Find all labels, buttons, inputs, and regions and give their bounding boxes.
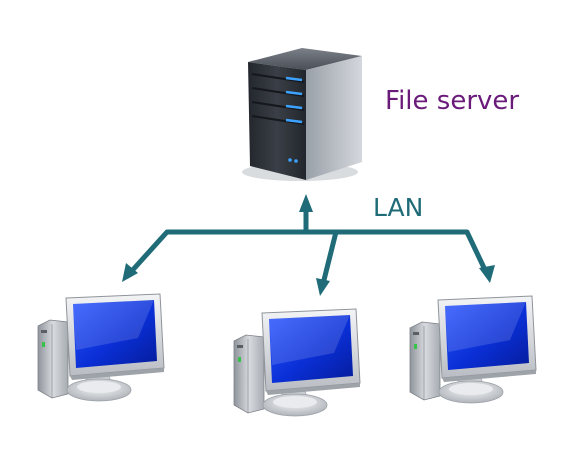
lan-arrowheads: [122, 194, 495, 296]
lan-label: LAN: [373, 193, 424, 222]
client-computer-1: [37, 293, 165, 402]
server-icon: [242, 48, 362, 181]
lan-connections: [127, 205, 489, 287]
client-computer-3: [409, 295, 537, 404]
client-computer-2: [233, 308, 361, 417]
server-label: File server: [385, 86, 520, 116]
